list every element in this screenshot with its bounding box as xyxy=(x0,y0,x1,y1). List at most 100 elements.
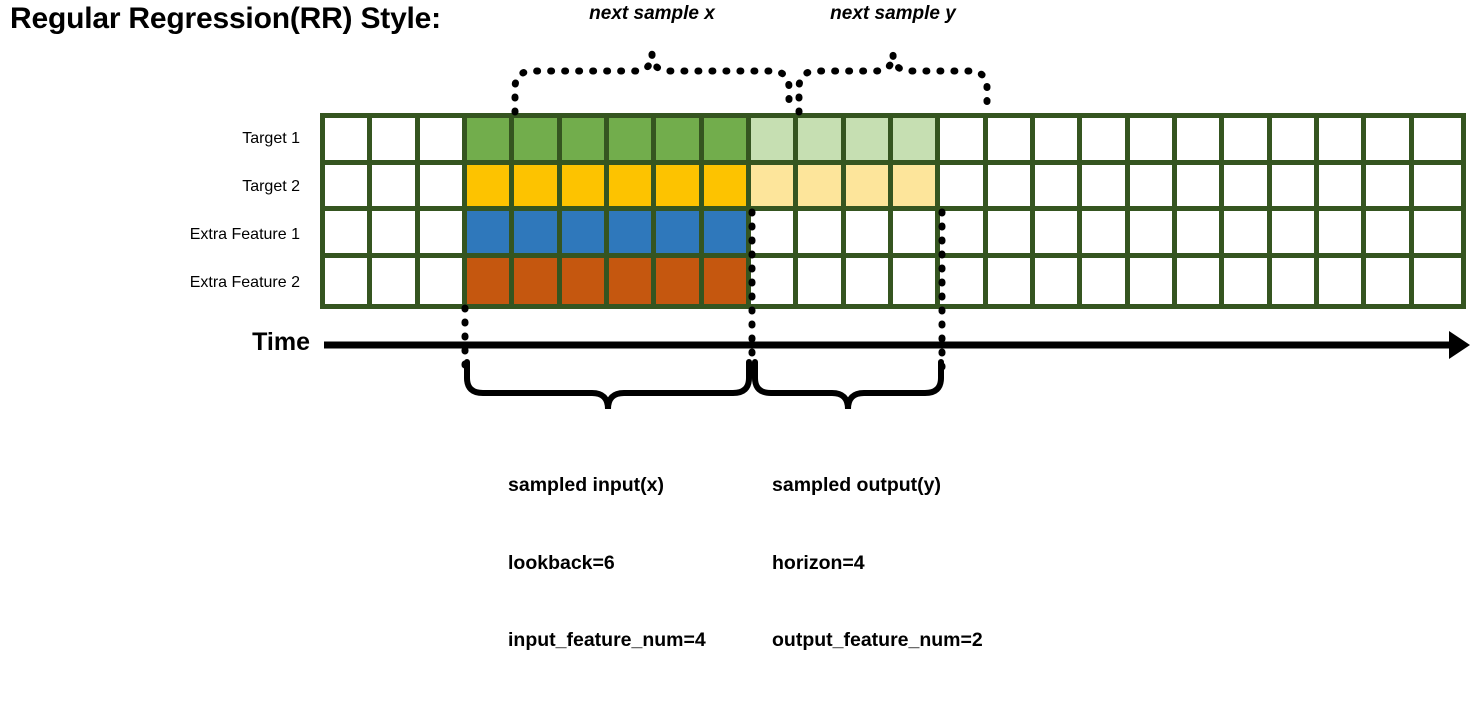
grid-cell-input xyxy=(466,118,515,165)
grid-cell-input xyxy=(561,257,609,304)
grid-cell-empty xyxy=(1082,257,1130,304)
grid-cell-empty xyxy=(1034,118,1083,165)
diagram-canvas: Regular Regression(RR) Style: next sampl… xyxy=(0,2,1470,651)
grid-cell-empty xyxy=(1129,257,1177,304)
grid-cell-input xyxy=(656,211,704,258)
grid-cell-empty xyxy=(1366,257,1414,304)
grid-cell-empty xyxy=(1176,164,1225,211)
grid-cell-input xyxy=(608,257,657,304)
grid-cell-empty xyxy=(987,211,1035,258)
grid-cell-empty xyxy=(845,257,893,304)
grid-cell-input xyxy=(703,211,751,258)
grid-cell-input xyxy=(514,164,562,211)
grid-cell-empty xyxy=(372,211,420,258)
grid-cell-input xyxy=(561,118,609,165)
grid-cell-empty xyxy=(1271,118,1319,165)
grid-cell-input xyxy=(703,257,751,304)
grid-cell-empty xyxy=(845,211,893,258)
grid-row xyxy=(325,118,1461,165)
grid-cell-input xyxy=(656,118,704,165)
grid-cell-empty xyxy=(1082,211,1130,258)
grid-cell-empty xyxy=(372,118,420,165)
grid-cell-input xyxy=(656,164,704,211)
grid-cell-empty xyxy=(798,257,846,304)
grid-cell-empty xyxy=(892,211,941,258)
brace-next-sample-x xyxy=(511,53,793,116)
grid-cell-empty xyxy=(1129,164,1177,211)
page-title: Regular Regression(RR) Style: xyxy=(10,2,441,35)
brace-next-sample-y xyxy=(795,53,991,116)
timeseries-grid xyxy=(320,113,1466,309)
grid-cell-empty xyxy=(1224,164,1272,211)
grid-cell-empty xyxy=(1366,211,1414,258)
grid-cell-empty xyxy=(1413,118,1461,165)
annotation-next-sample-x: next sample x xyxy=(589,3,715,24)
grid-cell-empty xyxy=(750,211,799,258)
grid-cell-empty xyxy=(1318,164,1367,211)
grid-cell-empty xyxy=(325,118,373,165)
grid-cell-empty xyxy=(1413,257,1461,304)
grid-cell-input xyxy=(514,118,562,165)
grid-cell-empty xyxy=(1413,211,1461,258)
grid-cell-empty xyxy=(1318,257,1367,304)
row-label-target-2: Target 2 xyxy=(0,163,310,211)
grid-cell-empty xyxy=(419,211,467,258)
grid-cell-output xyxy=(845,118,893,165)
grid-cell-empty xyxy=(372,257,420,304)
grid-cell-empty xyxy=(1034,257,1083,304)
note-title: sampled input(x) xyxy=(508,474,665,497)
grid-cell-empty xyxy=(1271,257,1319,304)
grid-cell-empty xyxy=(892,257,941,304)
row-label-extra-feature-1: Extra Feature 1 xyxy=(0,211,310,259)
grid-cell-empty xyxy=(1224,118,1272,165)
grid-cell-empty xyxy=(940,257,988,304)
grid-cell-input xyxy=(561,164,609,211)
grid-cell-empty xyxy=(1176,257,1225,304)
grid-cell-input xyxy=(608,164,657,211)
grid-cell-empty xyxy=(1366,118,1414,165)
grid-cell-input xyxy=(608,118,657,165)
grid-cell-empty xyxy=(940,211,988,258)
grid-cell-input xyxy=(466,164,515,211)
note-line-2: horizon=4 xyxy=(772,551,865,574)
grid-cell-empty xyxy=(750,257,799,304)
grid-cell-empty xyxy=(1318,211,1367,258)
grid-cell-empty xyxy=(1176,118,1225,165)
row-label-text: Extra Feature 2 xyxy=(189,274,300,291)
grid-cell-empty xyxy=(325,257,373,304)
grid-cell-input xyxy=(466,257,515,304)
grid-cell-output xyxy=(750,164,799,211)
grid-cell-input xyxy=(561,211,609,258)
grid-cell-output xyxy=(892,164,941,211)
grid-cell-input xyxy=(514,257,562,304)
row-label-column: Target 1 Target 2 Extra Feature 1 Extra … xyxy=(0,115,310,307)
grid-row xyxy=(325,211,1461,258)
grid-cell-empty xyxy=(987,118,1035,165)
grid-cell-empty xyxy=(325,164,373,211)
grid-cell-empty xyxy=(1129,211,1177,258)
grid-cell-output xyxy=(750,118,799,165)
grid-cell-input xyxy=(514,211,562,258)
grid-cell-empty xyxy=(987,164,1035,211)
grid-cell-empty xyxy=(1366,164,1414,211)
grid-cell-empty xyxy=(1224,211,1272,258)
time-axis-label: Time xyxy=(252,328,310,356)
grid-cell-empty xyxy=(325,211,373,258)
grid-cell-output xyxy=(798,164,846,211)
grid-cell-empty xyxy=(1271,211,1319,258)
grid-cell-empty xyxy=(1034,164,1083,211)
note-sampled-output: sampled output(y) horizon=4 output_featu… xyxy=(772,422,983,705)
annotation-next-sample-y: next sample y xyxy=(830,3,956,24)
grid-cell-input xyxy=(703,118,751,165)
brace-sampled-output xyxy=(752,359,944,410)
note-line-3: input_feature_num=4 xyxy=(508,628,706,651)
grid-cell-empty xyxy=(372,164,420,211)
grid-cell-empty xyxy=(1129,118,1177,165)
row-label-text: Target 1 xyxy=(242,130,300,147)
grid-cell-empty xyxy=(1224,257,1272,304)
grid-cell-empty xyxy=(940,118,988,165)
grid-cell-input xyxy=(656,257,704,304)
grid-cell-empty xyxy=(1176,211,1225,258)
grid-row xyxy=(325,257,1461,304)
row-label-target-1: Target 1 xyxy=(0,115,310,163)
